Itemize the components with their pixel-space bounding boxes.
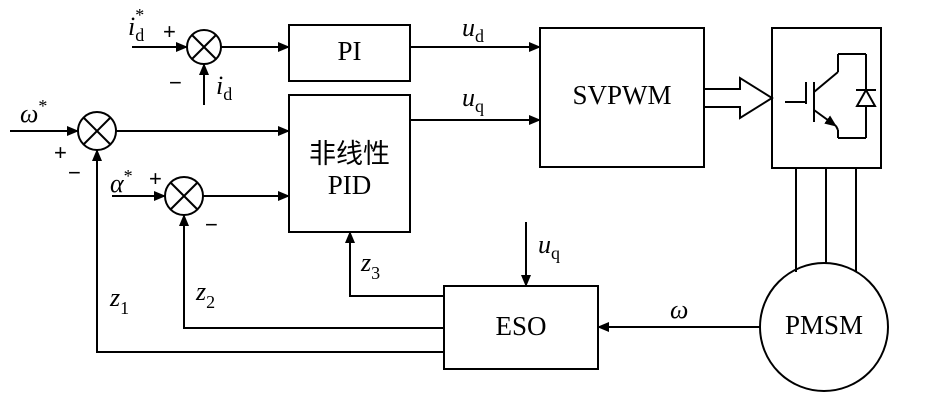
inverter-block <box>771 27 882 169</box>
sj3-minus-sign: − <box>205 212 218 237</box>
igbt-switch-icon <box>785 53 877 139</box>
svpwm-label: SVPWM <box>572 80 671 110</box>
eso-label: ESO <box>495 311 546 341</box>
summing-junction-id <box>186 29 222 65</box>
id-ref-label: id* <box>128 5 144 45</box>
uq-eso-label: uq <box>538 230 560 263</box>
uq-label: uq <box>462 83 484 116</box>
z1-feedback-line <box>92 149 444 353</box>
ud-label: ud <box>462 13 484 46</box>
sj2-minus-sign: − <box>68 160 81 185</box>
eso-block: ESO <box>443 285 599 370</box>
z1-label: z1 <box>109 283 129 318</box>
pwm-signal-arrow <box>703 76 774 120</box>
pi-block: PI <box>288 24 411 82</box>
alpha-ref-label: α* <box>110 166 133 198</box>
summing-junction-accel <box>164 176 204 216</box>
nonlinear-pid-label-line1: 非线性 <box>309 139 390 170</box>
pmsm-label: PMSM <box>785 310 863 340</box>
sj1-plus-sign: + <box>163 19 176 44</box>
z2-label: z2 <box>195 277 215 312</box>
nonlinear-pid-label-line2: PID <box>328 170 372 200</box>
svpwm-block: SVPWM <box>539 27 705 168</box>
sj1-minus-sign: − <box>169 70 182 95</box>
sj3-plus-sign: + <box>149 166 162 191</box>
id-feedback-label: id <box>216 71 232 104</box>
summing-junction-speed <box>77 111 117 151</box>
z3-label: z3 <box>360 248 380 283</box>
pmsm-motor: PMSM <box>759 262 889 392</box>
z2-feedback-line <box>179 214 444 329</box>
omega-ref-label: ω* <box>20 96 47 128</box>
pi-label: PI <box>337 36 361 66</box>
z3-feedback-line <box>345 231 444 297</box>
sj2-plus-sign: + <box>54 140 67 165</box>
omega-label: ω <box>670 295 688 324</box>
nonlinear-pid-block: 非线性 PID <box>288 94 411 233</box>
